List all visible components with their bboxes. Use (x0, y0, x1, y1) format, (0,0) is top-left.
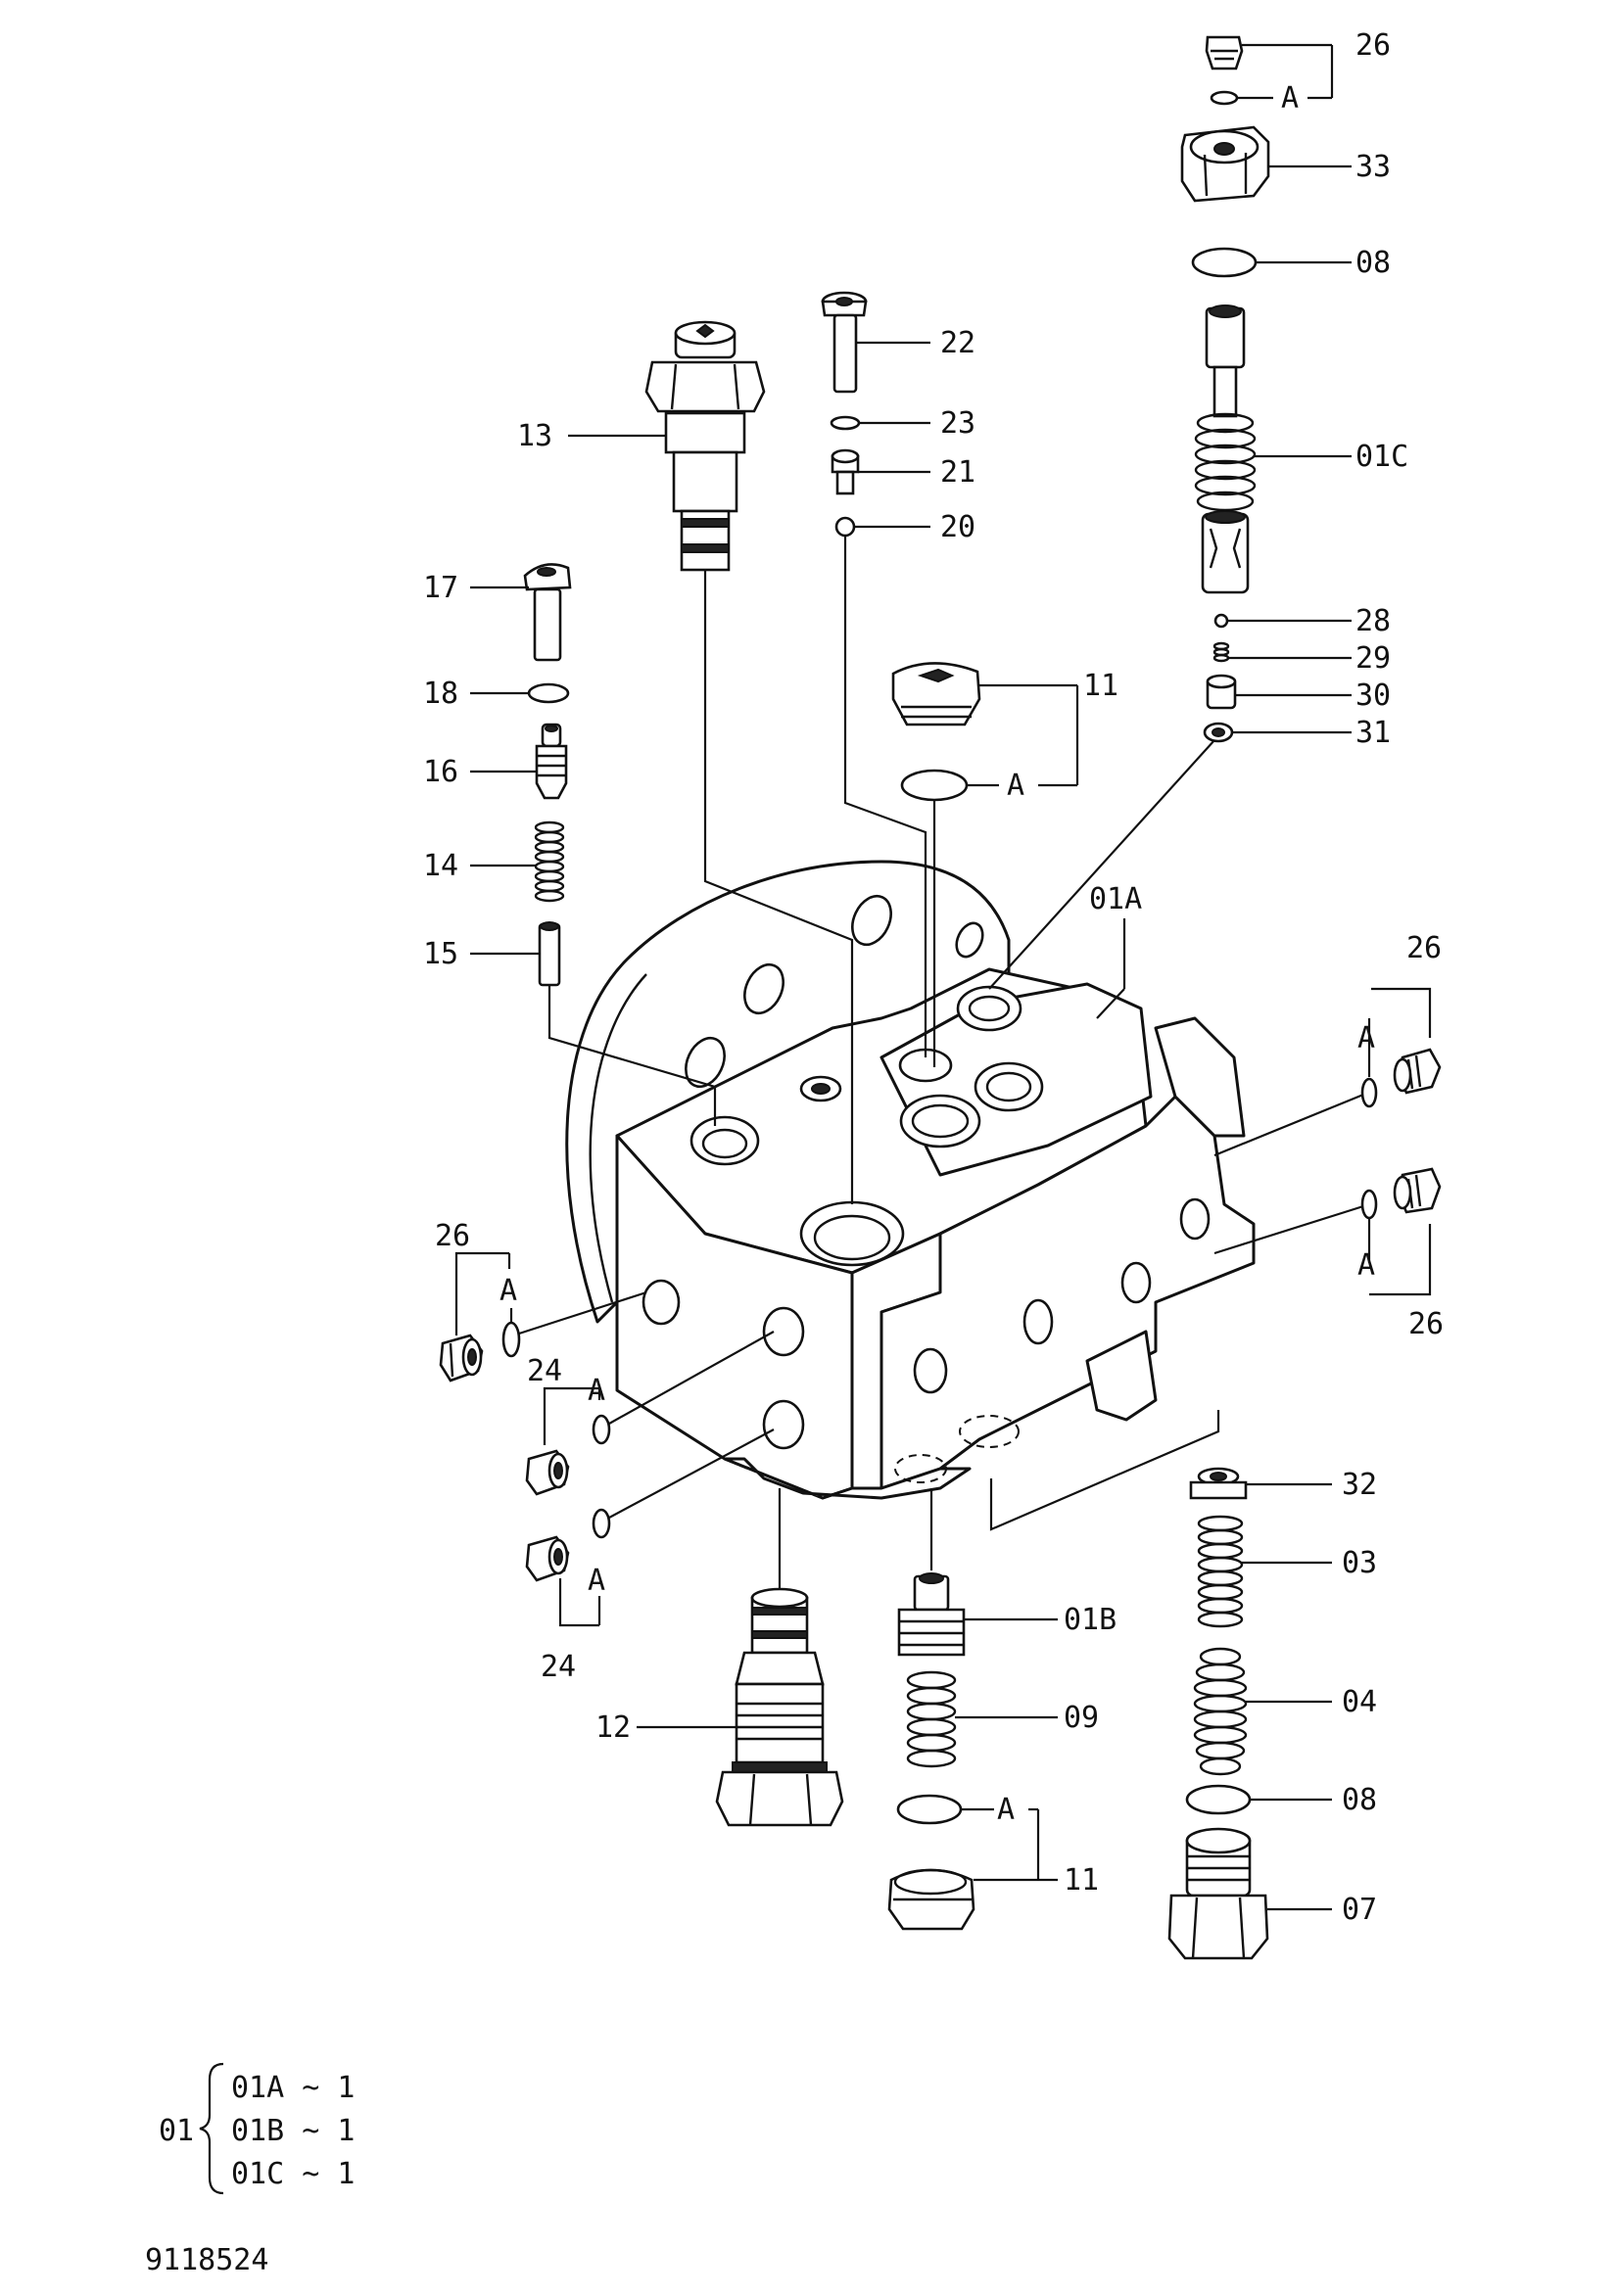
o-ring-24-upper (592, 1414, 611, 1445)
o-ring-18 (527, 682, 570, 704)
callout-28: 28 (1355, 604, 1391, 638)
callout-33: 33 (1355, 150, 1391, 184)
callout-29: 29 (1355, 641, 1391, 676)
ball-28 (1213, 613, 1229, 629)
callout-A-right-upper: A (1357, 1021, 1375, 1055)
callout-11-top: 11 (1083, 669, 1118, 703)
callout-26-right-upper: 26 (1406, 931, 1442, 965)
plug-26-top (1205, 35, 1244, 70)
plug-22 (821, 291, 868, 394)
callout-01C: 01C (1355, 440, 1408, 474)
plug-24-upper (525, 1449, 570, 1496)
figure-id: 9118524 (145, 2243, 268, 2277)
cap-32 (1189, 1467, 1248, 1500)
callout-A-11-top: A (1007, 769, 1024, 803)
valve-12 (715, 1587, 844, 1827)
callout-24-lower: 24 (541, 1650, 576, 1684)
spring-04 (1193, 1647, 1248, 1776)
callout-A-top: A (1281, 81, 1299, 116)
callout-A-left: A (499, 1274, 517, 1308)
callout-20: 20 (940, 510, 975, 544)
callout-A-24-upper: A (588, 1374, 605, 1408)
o-ring-08-top (1191, 247, 1258, 278)
callout-31: 31 (1355, 716, 1391, 750)
callout-01B: 01B (1064, 1603, 1117, 1637)
ball-20 (834, 516, 856, 538)
callout-08-top: 08 (1355, 246, 1391, 280)
plug-26-right-lower (1393, 1167, 1442, 1214)
o-ring-right-upper (1360, 1077, 1378, 1108)
callout-13: 13 (517, 419, 552, 453)
o-ring-right-lower (1360, 1189, 1378, 1220)
poppet-16 (535, 723, 568, 800)
callout-21: 21 (940, 455, 975, 490)
callout-12: 12 (595, 1710, 631, 1745)
callout-11-bottom: 11 (1064, 1863, 1099, 1898)
callout-24-upper: 24 (527, 1354, 562, 1388)
callout-03: 03 (1342, 1546, 1377, 1580)
housing-01A (565, 860, 1256, 1500)
callout-26-top: 26 (1355, 28, 1391, 63)
spring-09 (906, 1670, 957, 1768)
spring-29 (1212, 641, 1230, 663)
legend-row-01C: 01C ~ 1 (231, 2157, 355, 2191)
o-ring-24-lower (592, 1508, 611, 1539)
plug-21 (831, 448, 860, 495)
callout-08-bottom: 08 (1342, 1783, 1377, 1817)
o-ring-A-top (1210, 90, 1239, 106)
callout-22: 22 (940, 326, 975, 360)
callout-07: 07 (1342, 1893, 1377, 1927)
plug-26-left (439, 1334, 484, 1382)
legend-prefix: 01 (159, 2114, 194, 2148)
callout-26-left: 26 (435, 1219, 470, 1253)
o-ring-08-bottom (1185, 1784, 1252, 1815)
callout-16: 16 (423, 755, 458, 789)
callout-30: 30 (1355, 679, 1391, 713)
o-ring-left (501, 1321, 521, 1358)
nut-33 (1180, 125, 1270, 203)
relief-valve-13 (644, 320, 766, 572)
callout-32: 32 (1342, 1468, 1377, 1502)
callout-14: 14 (423, 849, 458, 883)
callout-15: 15 (423, 937, 458, 971)
plug-11-bottom (887, 1868, 975, 1931)
callout-A-11-bottom: A (997, 1793, 1015, 1827)
o-ring-11-bottom (896, 1794, 963, 1825)
o-ring-11-top (900, 769, 969, 802)
pin-15 (538, 921, 561, 987)
callout-26-right-lower: 26 (1408, 1307, 1444, 1341)
legend-row-01B: 01B ~ 1 (231, 2114, 355, 2148)
spring-03 (1197, 1515, 1244, 1628)
seat-30 (1206, 674, 1237, 710)
callout-23: 23 (940, 406, 975, 441)
plug-17 (523, 563, 572, 662)
callout-04: 04 (1342, 1685, 1377, 1719)
plug-24-lower (525, 1535, 570, 1582)
callout-01A: 01A (1089, 882, 1142, 916)
callout-17: 17 (423, 571, 458, 605)
washer-31 (1203, 722, 1234, 743)
plug-07 (1167, 1827, 1269, 1960)
spring-14 (534, 820, 565, 903)
leader-lines (199, 43, 1432, 2195)
poppet-01B (897, 1572, 966, 1657)
plug-26-right-upper (1393, 1048, 1442, 1095)
spool-01C (1194, 305, 1257, 594)
callout-labels: 26 A 33 08 01C 28 29 30 31 22 23 21 20 1… (423, 28, 1444, 1927)
plug-11-top (891, 662, 981, 726)
callout-A-24-lower: A (588, 1564, 605, 1598)
callout-09: 09 (1064, 1701, 1099, 1735)
callout-18: 18 (423, 677, 458, 711)
o-ring-23 (830, 415, 861, 431)
callout-A-right-lower: A (1357, 1248, 1375, 1283)
legend-01: 01 01A ~ 1 01B ~ 1 01C ~ 1 (159, 2071, 355, 2191)
legend-row-01A: 01A ~ 1 (231, 2071, 355, 2105)
